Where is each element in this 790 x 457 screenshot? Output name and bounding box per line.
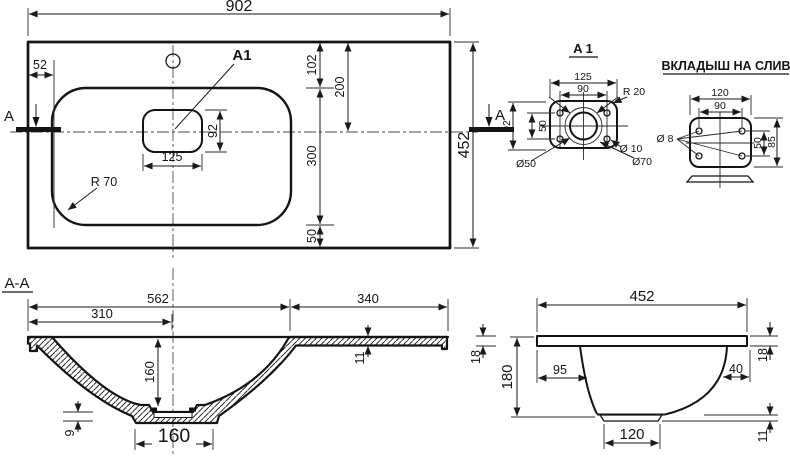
dim-562: 562 — [147, 291, 169, 306]
dim-180: 180 — [499, 364, 516, 389]
mount-hole — [556, 109, 564, 117]
insert-hole — [695, 152, 703, 160]
dim-50-insert: 50 — [752, 137, 764, 149]
dim-902: 902 — [226, 0, 253, 15]
mount-hole — [603, 109, 611, 117]
dim-50: 50 — [305, 229, 319, 243]
section-aa-view: A-A 562 340 310 160 11 9 — [2, 268, 450, 454]
side-section-view: 452 180 18 18 95 40 11 — [469, 288, 778, 449]
radius-r70-label: R 70 — [91, 175, 117, 189]
dim-18-right: 18 — [756, 348, 770, 362]
faucet-hole — [165, 53, 181, 69]
drain-insert-title: ВКЛАДЫШ НА СЛИВ — [661, 59, 790, 73]
drain-recess-plate — [153, 412, 193, 418]
dim-90-insert: 90 — [714, 100, 726, 112]
drain-insert-view: ВКЛАДЫШ НА СЛИВ Ø 8 120 90 50 85 — [657, 59, 790, 188]
dim-92-a1: 92 — [501, 120, 513, 132]
section-letter-right: A — [495, 107, 505, 124]
dim-160-drain: 160 — [158, 425, 191, 447]
dim-452-side: 452 — [629, 288, 654, 305]
detail-a1-ref-label: A1 — [232, 47, 251, 64]
section-marker-a-left: A — [4, 104, 61, 132]
outer-circle-d70 — [564, 107, 603, 145]
radius-r20-label: R 20 — [623, 86, 645, 98]
dim-11-side: 11 — [756, 429, 770, 442]
dia-50-label: Ø50 — [516, 158, 536, 170]
basin-section-wall — [26, 335, 449, 425]
bowl-right-wall — [664, 345, 728, 416]
detail-a1-view: A 1 125 90 R 20 92 50 — [501, 41, 652, 170]
dia-8-label: Ø 8 — [657, 133, 674, 145]
insert-hole — [738, 152, 746, 160]
dim-340: 340 — [357, 291, 379, 306]
countertop-edge-profile — [536, 335, 748, 347]
insert-hole — [695, 127, 703, 135]
section-aa-title: A-A — [4, 275, 29, 292]
dim-125-a1: 125 — [574, 71, 592, 83]
dim-120-insert: 120 — [711, 87, 729, 99]
dim-310: 310 — [91, 306, 113, 321]
section-letter-left: A — [4, 108, 14, 125]
inner-circle-d50 — [569, 111, 598, 141]
bowl-left-wall — [579, 345, 598, 415]
section-marker-a-right: A — [469, 104, 514, 132]
drain-recess-outline — [142, 109, 203, 153]
dim-200: 200 — [333, 77, 347, 98]
dim-160-depth: 160 — [142, 361, 157, 383]
dim-90-a1: 90 — [577, 83, 589, 95]
dim-52: 52 — [33, 58, 47, 72]
dim-18-left: 18 — [469, 350, 483, 364]
countertop-outline — [26, 40, 452, 250]
dim-85-insert: 85 — [766, 136, 778, 148]
dim-50-a1: 50 — [537, 120, 549, 132]
dim-40: 40 — [729, 362, 743, 376]
bowl-bottom-flange — [598, 414, 664, 422]
dim-95: 95 — [553, 363, 567, 377]
dim-92-plan: 92 — [206, 124, 220, 138]
plan-view: 902 452 52 102 300 50 200 92 125 — [4, 0, 514, 258]
basin-outline — [50, 86, 293, 227]
detail-a1-title: A 1 — [573, 41, 593, 56]
dim-102: 102 — [305, 55, 319, 76]
dia-70-label: Ø70 — [632, 156, 652, 168]
insert-flange-profile — [685, 175, 755, 183]
dim-300: 300 — [305, 146, 319, 167]
dim-11-aa: 11 — [353, 351, 367, 364]
dia-10-label: Ø 10 — [620, 143, 643, 155]
dim-125-plan: 125 — [162, 150, 183, 164]
dim-452-plan: 452 — [456, 132, 473, 159]
faucet-plate-outline — [549, 100, 618, 149]
dim-120-side: 120 — [619, 426, 644, 443]
dim-9: 9 — [63, 429, 77, 436]
